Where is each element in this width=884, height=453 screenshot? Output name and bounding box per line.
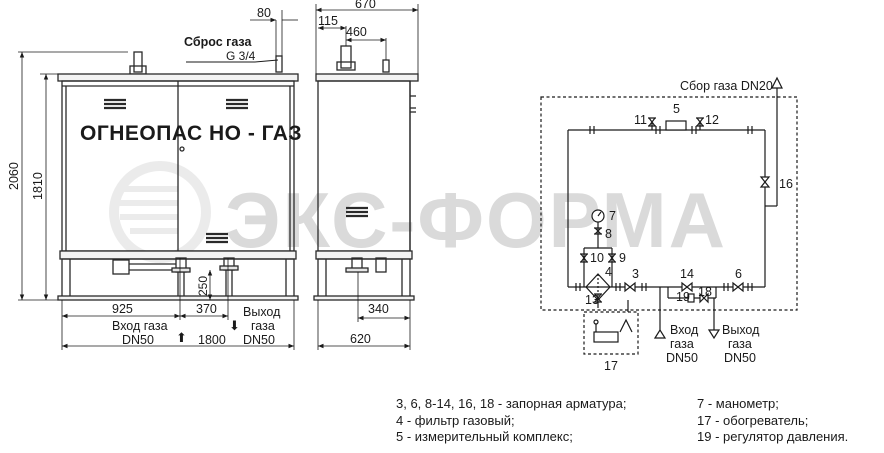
dim-2060: 2060 [7, 162, 21, 190]
schematic-item-number: 16 [779, 177, 793, 191]
side-view [313, 45, 419, 301]
cabinet-boundary [540, 96, 798, 311]
schematic-item-number: 9 [619, 251, 626, 265]
schematic-outlet-1: Выход [722, 323, 760, 337]
inlet-label-line1: Вход газа [112, 319, 168, 333]
outlet-label-line1: Выход [243, 305, 281, 319]
legend-item: 3, 6, 8-14, 16, 18 - запорная арматура; [396, 396, 627, 411]
schematic-item-number: 19 [676, 290, 690, 304]
schematic-item-number: 13 [585, 293, 599, 307]
schematic-inlet-3: DN50 [666, 351, 698, 365]
schematic-item-number: 5 [673, 102, 680, 116]
side-dimension-lines [315, 4, 419, 350]
outlet-arrow: ⬇ [229, 318, 240, 333]
dim-460: 460 [346, 25, 367, 39]
dim-620: 620 [350, 332, 371, 346]
vent-callout-title: Сброс газа [184, 35, 252, 49]
outlet-label-line2: газа [251, 319, 275, 333]
dim-80: 80 [257, 6, 271, 20]
schematic-item-number: 12 [705, 113, 719, 127]
schematic-item-number: 10 [590, 251, 604, 265]
vent-pipe-right [275, 55, 283, 73]
front-dimension-lines [18, 10, 298, 350]
front-view [57, 51, 299, 301]
dim-670: 670 [355, 0, 376, 11]
inlet-arrow: ⬆ [176, 330, 187, 345]
schematic-item-number: 3 [632, 267, 639, 281]
dim-925: 925 [112, 302, 133, 316]
schematic-item-number: 17 [604, 359, 618, 373]
schematic-inlet-2: газа [670, 337, 694, 351]
dim-250: 250 [196, 276, 210, 296]
watermark-text: ЭКС-ФОРМА [225, 176, 727, 264]
schematic-inlet-1: Вход [670, 323, 699, 337]
legend-left: 3, 6, 8-14, 16, 18 - запорная арматура; … [396, 396, 626, 446]
legend-item: 5 - измерительный комплекс; [396, 429, 573, 444]
gas-collect-label: Сбор газа DN20 [680, 79, 773, 93]
vent-pipe-left [133, 51, 143, 73]
schematic-item-number: 14 [680, 267, 694, 281]
schematic-item-number: 7 [609, 209, 616, 223]
legend-item: 4 - фильтр газовый; [396, 412, 515, 428]
legend-item: 19 - регулятор давления. [697, 429, 849, 444]
schematic-outlet-2: газа [728, 337, 752, 351]
dim-1810: 1810 [31, 172, 45, 200]
dim-340: 340 [368, 302, 389, 316]
legend-item: 17 - обогреватель; [697, 412, 809, 428]
legend-item: 7 - манометр; [697, 396, 779, 411]
legend-right: 7 - манометр; 17 - обогреватель; 19 - ре… [697, 396, 848, 446]
dim-1800: 1800 [198, 333, 226, 347]
schematic-number-labels: 5 11 12 16 7 8 10 9 4 3 14 6 13 19 18 17 [585, 102, 793, 373]
schematic-outlet-3: DN50 [724, 351, 756, 365]
dim-370: 370 [196, 302, 217, 316]
schematic-item-number: 6 [735, 267, 742, 281]
schematic-item-number: 4 [605, 265, 612, 279]
cabinet-roof [57, 73, 299, 82]
inlet-label-line2: DN50 [122, 333, 154, 347]
schematic [540, 76, 798, 355]
vent-callout-thread: G 3/4 [226, 49, 256, 63]
cabinet-warning-label: ОГНЕОПАС НО - ГАЗ [80, 122, 302, 145]
watermark-logo [109, 161, 211, 263]
dim-115: 115 [318, 14, 338, 28]
schematic-item-number: 18 [698, 285, 712, 299]
schematic-item-number: 8 [605, 227, 612, 241]
outlet-label-line3: DN50 [243, 333, 275, 347]
vent-callout [186, 59, 279, 63]
schematic-item-number: 11 [634, 113, 647, 127]
